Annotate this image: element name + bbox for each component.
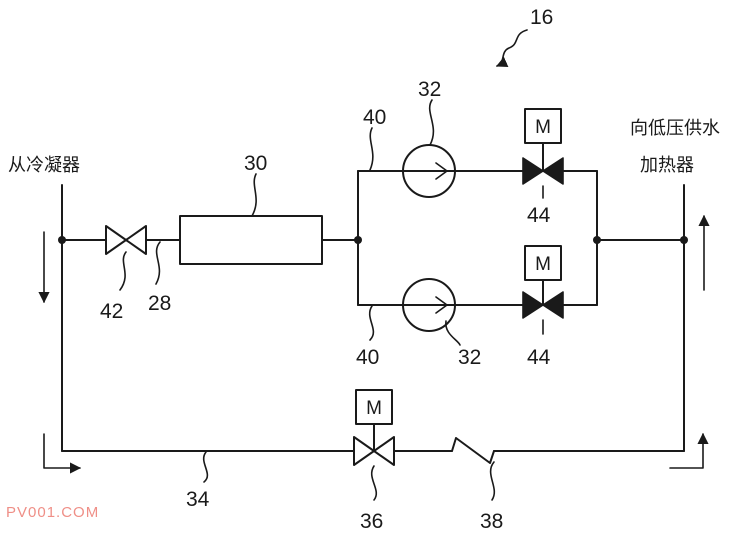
leader-lines — [119, 29, 544, 501]
motor-label-36: M — [366, 398, 382, 419]
unit-30-box — [179, 215, 323, 265]
leader-30 — [251, 173, 257, 217]
motor-label-bottom: M — [535, 254, 551, 275]
leader-40-top — [369, 127, 374, 171]
inlet-label: 从冷凝器 — [8, 155, 80, 176]
ref-40-top: 40 — [363, 106, 386, 129]
watermark: PV001.COM — [6, 504, 99, 521]
leader-40-bottom — [368, 305, 375, 341]
junction-dots — [58, 236, 688, 244]
ref-30: 30 — [244, 152, 267, 175]
ref-28: 28 — [148, 292, 171, 315]
junction-dot — [593, 236, 601, 244]
leader-16 — [495, 29, 528, 68]
motorized-valve-bottom-icon — [522, 245, 564, 319]
leader-34 — [202, 451, 209, 483]
check-valve-38-icon — [447, 433, 499, 469]
leader-32-top — [428, 99, 435, 146]
ref-32-top: 32 — [418, 78, 441, 101]
junction-dot — [58, 236, 66, 244]
flow-arrow-corner-right-icon — [669, 432, 709, 469]
pump-top-icon — [402, 144, 456, 198]
ref-40-bottom: 40 — [356, 346, 379, 369]
ref-44-top: 44 — [527, 204, 551, 227]
leader-32-bottom — [445, 320, 461, 346]
motorized-valve-36-icon — [353, 389, 395, 466]
junction-dot — [354, 236, 362, 244]
ref-36: 36 — [360, 510, 383, 533]
junction-dot — [680, 236, 688, 244]
motorized-valve-top-icon — [522, 108, 564, 185]
flow-arrows — [38, 214, 710, 474]
leader-28 — [155, 241, 161, 285]
ref-44-bottom: 44 — [527, 346, 551, 369]
pump-bottom-icon — [402, 278, 456, 332]
flow-arrow-corner-left-icon — [43, 433, 82, 474]
ref-16: 16 — [530, 6, 553, 29]
outlet-label-line1: 向低压供水 — [630, 118, 720, 139]
ref-42: 42 — [100, 300, 123, 323]
ref-34: 34 — [186, 488, 210, 511]
outlet-label-line2: 加热器 — [640, 155, 694, 176]
leader-36 — [370, 465, 378, 501]
leader-38 — [489, 461, 496, 501]
motor-label-top: M — [535, 117, 551, 138]
valve-42-icon — [105, 225, 147, 255]
leader-42 — [119, 251, 127, 291]
ref-32-bottom: 32 — [458, 346, 481, 369]
ref-38: 38 — [480, 510, 503, 533]
